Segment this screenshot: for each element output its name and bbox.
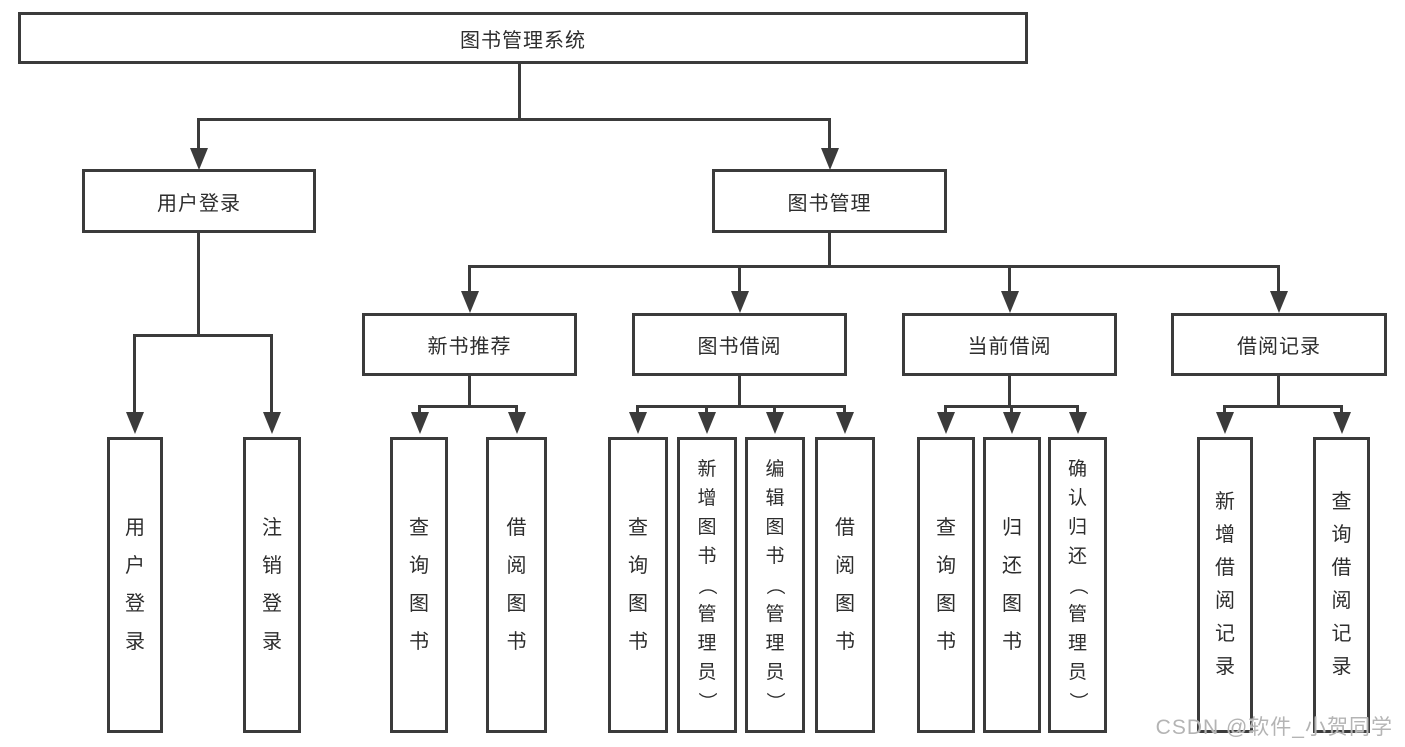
node-new-book-recommendation-label: 新书推荐	[427, 336, 512, 358]
node-root-label: 图书管理系统	[460, 29, 586, 52]
connector-arrow-shaft	[738, 265, 741, 293]
connector-arrow-shaft	[843, 405, 846, 414]
connector-book-mgmt-trunk	[828, 233, 831, 267]
connector-user-login-trunk	[197, 233, 200, 336]
node-add-book-admin-leaf: 新增图书（管理员）	[677, 437, 737, 733]
node-return-books-leaf: 归还图书	[983, 437, 1041, 733]
connector-root-bar	[197, 118, 831, 121]
connector-arrow-shaft	[468, 265, 471, 293]
node-confirm-return-admin-leaf: 确认归还（管理员）	[1048, 437, 1107, 733]
node-new-book-recommendation: 新书推荐	[362, 313, 577, 376]
connector-arrow-shaft	[1008, 265, 1011, 293]
node-book-management: 图书管理	[712, 169, 947, 233]
arrowhead-icon	[461, 291, 479, 313]
arrowhead-icon	[629, 412, 647, 434]
connector-arrow-shaft	[515, 405, 518, 414]
connector-arrow-shaft	[1010, 405, 1013, 414]
connector-trunk	[468, 376, 471, 407]
node-borrow-books-leaf: 借阅图书	[815, 437, 875, 733]
node-query-borrow-record-leaf: 查询借阅记录	[1313, 437, 1370, 733]
connector-arrow-shaft	[944, 405, 947, 414]
connector-arrow-shaft	[828, 118, 831, 150]
arrowhead-icon	[731, 291, 749, 313]
connector-arrow-shaft	[270, 334, 273, 414]
connector-user-login-bar	[133, 334, 273, 337]
connector-bar	[636, 405, 846, 408]
node-query-books-leaf: 查询图书	[608, 437, 668, 733]
node-edit-book-admin-leaf: 编辑图书（管理员）	[745, 437, 805, 733]
connector-arrow-shaft	[418, 405, 421, 414]
node-book-borrowing: 图书借阅	[632, 313, 847, 376]
arrowhead-icon	[190, 148, 208, 170]
node-user-login: 用户登录	[82, 169, 316, 233]
connector-bar	[1223, 405, 1343, 408]
arrowhead-icon	[126, 412, 144, 434]
arrowhead-icon	[698, 412, 716, 434]
node-root: 图书管理系统	[18, 12, 1028, 64]
watermark: CSDN @软件_小贺同学	[1155, 716, 1393, 739]
node-current-borrowing: 当前借阅	[902, 313, 1117, 376]
node-add-borrow-record-leaf: 新增借阅记录	[1197, 437, 1253, 733]
node-borrow-books-leaf: 借阅图书	[486, 437, 547, 733]
connector-arrow-shaft	[705, 405, 708, 414]
arrowhead-icon	[1069, 412, 1087, 434]
node-borrowing-records: 借阅记录	[1171, 313, 1387, 376]
node-query-books-leaf: 查询图书	[917, 437, 975, 733]
arrowhead-icon	[1001, 291, 1019, 313]
arrowhead-icon	[1216, 412, 1234, 434]
node-user-login-label: 用户登录	[157, 192, 241, 215]
connector-arrow-shaft	[197, 118, 200, 150]
arrowhead-icon	[1003, 412, 1021, 434]
arrowhead-icon	[836, 412, 854, 434]
arrowhead-icon	[1270, 291, 1288, 313]
connector-trunk	[1008, 376, 1011, 407]
node-logout-leaf: 注销登录	[243, 437, 301, 733]
arrowhead-icon	[937, 412, 955, 434]
connector-root-trunk	[518, 64, 521, 120]
connector-arrow-shaft	[1076, 405, 1079, 414]
connector-bar	[418, 405, 518, 408]
connector-arrow-shaft	[1223, 405, 1226, 414]
connector-trunk	[1277, 376, 1280, 407]
connector-trunk	[738, 376, 741, 407]
node-user-login-leaf: 用户登录	[107, 437, 163, 733]
arrowhead-icon	[411, 412, 429, 434]
connector-arrow-shaft	[1340, 405, 1343, 414]
arrowhead-icon	[1333, 412, 1351, 434]
arrowhead-icon	[263, 412, 281, 434]
node-borrowing-records-label: 借阅记录	[1237, 336, 1321, 358]
arrowhead-icon	[821, 148, 839, 170]
node-current-borrowing-label: 当前借阅	[967, 336, 1052, 358]
connector-arrow-shaft	[1277, 265, 1280, 293]
connector-arrow-shaft	[133, 334, 136, 414]
node-book-management-label: 图书管理	[787, 192, 872, 215]
arrowhead-icon	[766, 412, 784, 434]
node-book-borrowing-label: 图书借阅	[697, 336, 782, 358]
connector-arrow-shaft	[773, 405, 776, 414]
arrowhead-icon	[508, 412, 526, 434]
connector-arrow-shaft	[636, 405, 639, 414]
connector-book-mgmt-bar	[468, 265, 1280, 268]
node-query-books-leaf: 查询图书	[390, 437, 448, 733]
